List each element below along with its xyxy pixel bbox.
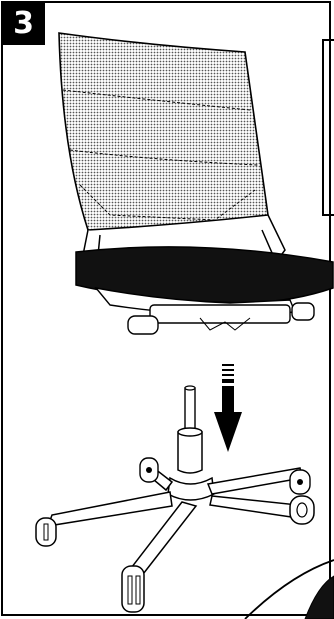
down-arrow-icon [214,364,242,452]
callout-box [323,40,334,215]
caster-back-left [140,458,158,482]
chair-backrest-icon [59,33,285,276]
star-base-icon [36,458,314,612]
caster-front-left [36,518,56,546]
caster-front-right [290,496,314,524]
gas-lift-icon [178,386,202,473]
caster-front [122,566,144,612]
detail-circle [245,560,334,619]
chair-seat-icon [76,247,333,334]
caster-back-right [290,470,310,494]
